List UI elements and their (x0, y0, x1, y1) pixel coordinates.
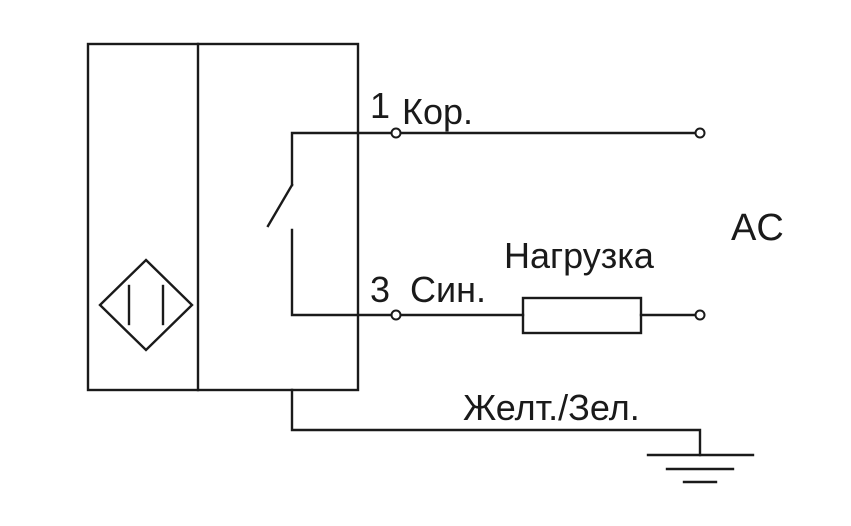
terminal-pin1-icon (390, 127, 402, 139)
supply-label: AC (731, 207, 784, 249)
load-resistor-icon (521, 296, 643, 335)
pin1-label: Кор. (402, 91, 473, 132)
load-label: Нагрузка (504, 235, 655, 276)
terminal-pin3-icon (390, 309, 402, 321)
pin3-number: 3 (370, 269, 390, 310)
sensor-symbol-icon (98, 258, 194, 352)
pin1-number: 1 (370, 85, 390, 126)
sensor-body (86, 42, 360, 392)
wire-ground: Желт./Зел. (290, 387, 755, 484)
wire-pin1: 1 Кор. (370, 85, 706, 139)
switch-contact-icon (266, 131, 394, 317)
pin3-label: Син. (410, 269, 486, 310)
sensor-housing (86, 42, 360, 392)
ground-symbol-icon (646, 453, 755, 484)
terminal-supply1-icon (694, 127, 706, 139)
ground-label: Желт./Зел. (463, 387, 640, 428)
terminal-supply2-icon (694, 309, 706, 321)
wire-pin3: 3 Син. (370, 269, 706, 335)
